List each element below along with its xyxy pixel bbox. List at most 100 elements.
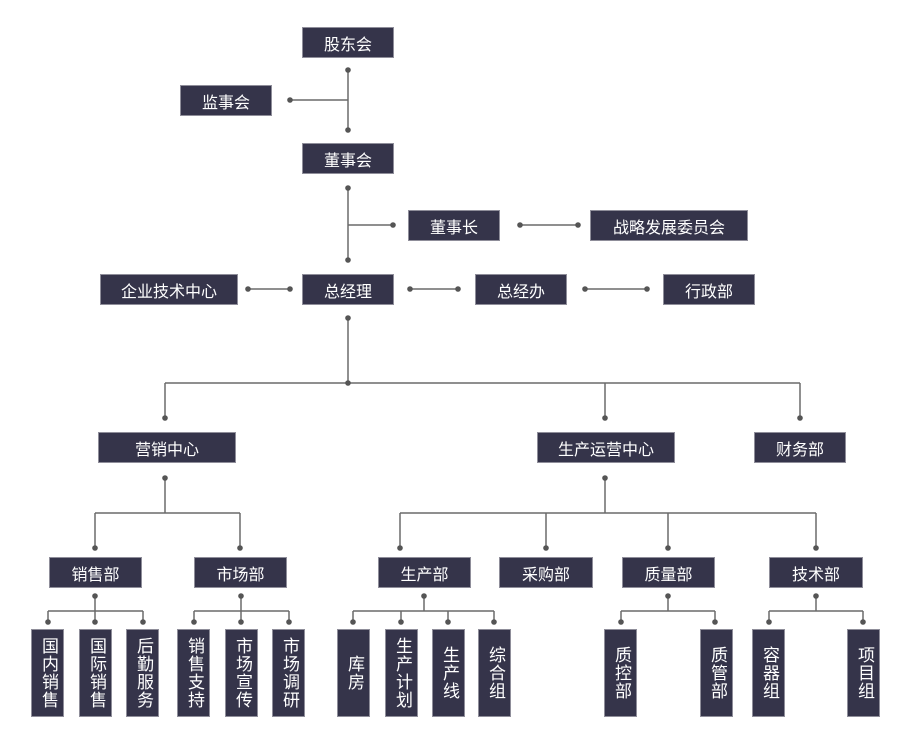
node-label: 市场部 <box>216 564 265 584</box>
node-container-group[interactable]: 容器组 <box>752 629 785 717</box>
node-supervisors[interactable]: 监事会 <box>180 85 272 116</box>
node-market-promotion[interactable]: 市场宣传 <box>225 629 258 717</box>
node-domestic-sales[interactable]: 国内销售 <box>31 629 64 717</box>
connector-dot <box>287 97 293 103</box>
node-label: 质管部 <box>707 646 727 700</box>
connector-dot <box>813 545 819 551</box>
connector-dot <box>860 619 866 625</box>
connector-dot <box>582 286 588 292</box>
connector-dot <box>345 67 351 73</box>
connector-dot <box>665 545 671 551</box>
node-label: 财务部 <box>775 439 824 459</box>
connector-dot <box>92 593 98 599</box>
node-chairman[interactable]: 董事长 <box>408 210 500 241</box>
node-international-sales[interactable]: 国际销售 <box>79 629 112 717</box>
connector-dot <box>345 380 351 386</box>
node-production-dept[interactable]: 生产部 <box>378 557 471 588</box>
node-enterprise-tech-center[interactable]: 企业技术中心 <box>100 274 238 305</box>
connector-dot <box>45 619 51 625</box>
node-quality-dept[interactable]: 质量部 <box>622 557 715 588</box>
node-strategy-committee[interactable]: 战略发展委员会 <box>590 210 748 241</box>
node-label: 项目组 <box>854 646 874 700</box>
node-finance-dept[interactable]: 财务部 <box>754 432 846 463</box>
node-label: 综合组 <box>485 646 505 700</box>
node-label: 战略发展委员会 <box>612 217 725 237</box>
connector-dot <box>602 415 608 421</box>
node-label: 生产线 <box>439 646 459 700</box>
node-technology-dept[interactable]: 技术部 <box>769 557 863 588</box>
connector-dot <box>766 619 772 625</box>
node-marketing-center[interactable]: 营销中心 <box>98 432 236 463</box>
node-label: 生产运营中心 <box>557 439 654 459</box>
node-label: 董事会 <box>323 150 372 170</box>
connector-dot <box>92 619 98 625</box>
connector-dot <box>397 545 403 551</box>
connector-dot <box>92 545 98 551</box>
connector-dot <box>237 545 243 551</box>
connector-dot <box>543 545 549 551</box>
node-label: 生产部 <box>400 564 449 584</box>
node-label: 国际销售 <box>86 637 106 709</box>
node-label: 行政部 <box>684 281 733 301</box>
node-label: 生产计划 <box>392 637 412 709</box>
connector-dot <box>445 619 451 625</box>
node-production-line[interactable]: 生产线 <box>432 629 465 717</box>
connector-dot <box>162 415 168 421</box>
connector-dot <box>602 475 608 481</box>
node-label: 技术部 <box>791 564 840 584</box>
node-label: 容器组 <box>759 646 779 700</box>
connector-dot <box>575 222 581 228</box>
node-warehouse[interactable]: 库房 <box>337 629 370 717</box>
node-label: 总经理 <box>323 281 372 301</box>
connector-dot <box>407 286 413 292</box>
node-general-group[interactable]: 综合组 <box>478 629 511 717</box>
connector-dot <box>191 619 197 625</box>
node-label: 市场调研 <box>279 637 299 709</box>
node-label: 销售部 <box>71 564 120 584</box>
connector-dot <box>238 593 244 599</box>
connector-dot <box>517 222 523 228</box>
connector-dot <box>421 593 427 599</box>
connector-dot <box>162 475 168 481</box>
connector-dot <box>345 257 351 263</box>
connector-dot <box>712 619 718 625</box>
node-logistics-service[interactable]: 后勤服务 <box>126 629 159 717</box>
node-quality-control[interactable]: 质控部 <box>604 629 637 717</box>
node-label: 质量部 <box>644 564 693 584</box>
node-label: 质控部 <box>611 646 631 700</box>
node-shareholders[interactable]: 股东会 <box>302 27 394 58</box>
connector-dot <box>618 619 624 625</box>
node-sales-support[interactable]: 销售支持 <box>177 629 210 717</box>
node-label: 国内销售 <box>38 637 58 709</box>
node-market-dept[interactable]: 市场部 <box>194 557 287 588</box>
node-purchasing-dept[interactable]: 采购部 <box>499 557 593 588</box>
connector-dot <box>797 415 803 421</box>
node-production-ops-center[interactable]: 生产运营中心 <box>537 432 675 463</box>
connector-dot <box>665 593 671 599</box>
connector-dot <box>398 619 404 625</box>
node-quality-management[interactable]: 质管部 <box>700 629 733 717</box>
node-admin-dept[interactable]: 行政部 <box>663 274 755 305</box>
connector-dot <box>455 286 461 292</box>
connector-dot <box>345 185 351 191</box>
connector-dot <box>644 286 650 292</box>
node-label: 营销中心 <box>134 439 199 459</box>
node-label: 监事会 <box>201 92 250 112</box>
node-project-group[interactable]: 项目组 <box>847 629 880 717</box>
node-general-manager[interactable]: 总经理 <box>302 274 394 305</box>
node-label: 企业技术中心 <box>120 281 217 301</box>
node-gm-office[interactable]: 总经办 <box>475 274 567 305</box>
connector-dot <box>286 619 292 625</box>
connector-dot <box>390 222 396 228</box>
node-label: 市场宣传 <box>232 637 252 709</box>
node-market-research[interactable]: 市场调研 <box>272 629 305 717</box>
node-board[interactable]: 董事会 <box>302 143 394 174</box>
node-production-planning[interactable]: 生产计划 <box>385 629 418 717</box>
node-sales-dept[interactable]: 销售部 <box>49 557 142 588</box>
connector-dot <box>245 286 251 292</box>
connector-dot <box>350 619 356 625</box>
connector-dot <box>140 619 146 625</box>
connector-dot <box>491 619 497 625</box>
node-label: 董事长 <box>429 217 478 237</box>
